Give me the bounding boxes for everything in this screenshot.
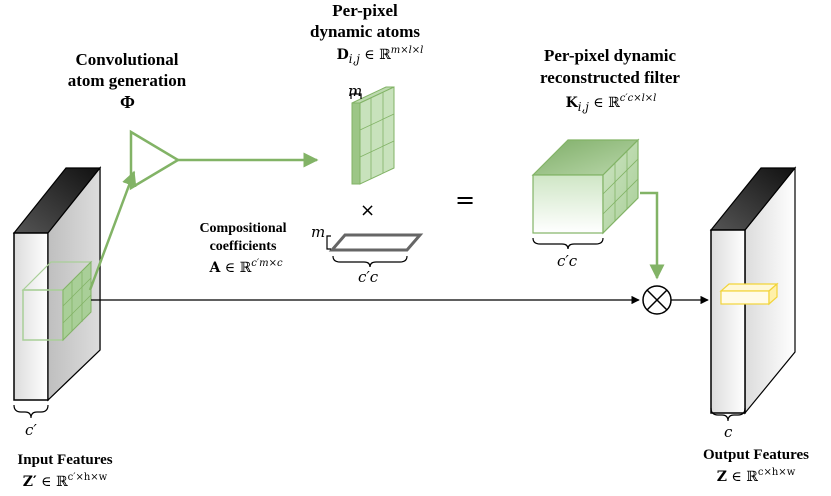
filter-title-line1: Per-pixel dynamic — [543, 46, 677, 65]
conv-title-line2: atom generation — [67, 71, 187, 90]
atom-generator-triangle — [129, 129, 181, 191]
atoms-title-line1: Per-pixel — [332, 1, 398, 20]
comp-title-line1: Compositional — [199, 221, 287, 236]
filter-formula: Ki,j ∈ ℝc′c×l×l — [565, 93, 657, 114]
phi-symbol: Φ — [120, 92, 135, 112]
output-formula: Z ∈ ℝc×h×w — [716, 467, 796, 486]
reconstructed-filter-cube — [531, 138, 640, 250]
filter-cc-label: c′c — [557, 252, 578, 270]
arrow-filter-to-product — [640, 191, 665, 280]
output-title: Output Features — [703, 447, 809, 463]
filter-title-line2: reconstructed filter — [540, 68, 680, 87]
input-formula: Z′ ∈ ℝc′×h×w — [22, 472, 108, 491]
coeff-m-label: m — [311, 223, 326, 241]
atoms-m-label: m — [348, 82, 363, 100]
atoms-formula: Di,j ∈ ℝm×l×l — [336, 45, 424, 66]
input-channel-label: c′ — [25, 421, 37, 439]
coeff-cc-label: c′c — [358, 268, 379, 286]
output-channel-label: c — [724, 423, 733, 441]
product-operator — [642, 285, 672, 315]
dynamic-atoms-slab — [350, 86, 395, 185]
arrow-input-to-generator — [88, 170, 137, 291]
input-channel-brace — [13, 404, 49, 419]
output-channel-brace — [710, 407, 746, 422]
comp-title-line2: coefficients — [209, 239, 277, 254]
atoms-title-line2: dynamic atoms — [309, 22, 421, 41]
comp-formula: A ∈ ℝc′m×c — [209, 258, 283, 277]
conv-title-line1: Convolutional — [75, 50, 179, 69]
times-symbol: × — [360, 200, 376, 221]
coefficient-plate — [326, 233, 424, 268]
input-patch-cube — [21, 260, 93, 342]
input-title: Input Features — [17, 452, 113, 468]
equals-symbol: = — [455, 186, 476, 214]
output-voxel — [719, 282, 779, 306]
